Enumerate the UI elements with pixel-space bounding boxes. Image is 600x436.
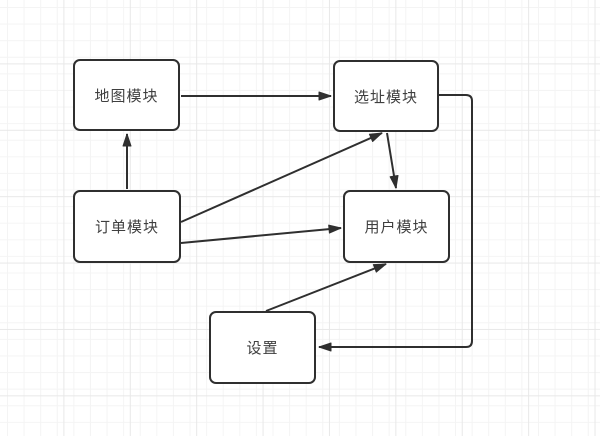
edge-site-to-user[interactable]	[386, 132, 399, 189]
edge-site-to-settings[interactable]	[318, 94, 473, 352]
node-map-module[interactable]: 地图模块	[73, 59, 180, 131]
node-settings[interactable]: 设置	[209, 311, 316, 384]
node-order-module[interactable]: 订单模块	[73, 190, 181, 263]
edge-order-to-user[interactable]	[180, 224, 342, 244]
node-site-selection-module[interactable]: 选址模块	[333, 60, 439, 132]
edge-settings-to-user[interactable]	[265, 263, 387, 312]
node-user-module[interactable]: 用户模块	[343, 190, 450, 263]
edge-order-to-site[interactable]	[180, 132, 383, 223]
node-map-module-label: 地图模块	[94, 86, 159, 105]
node-site-selection-module-label: 选址模块	[353, 87, 418, 106]
node-order-module-label: 订单模块	[94, 218, 159, 236]
node-settings-label: 设置	[246, 339, 279, 357]
node-user-module-label: 用户模块	[364, 218, 429, 236]
